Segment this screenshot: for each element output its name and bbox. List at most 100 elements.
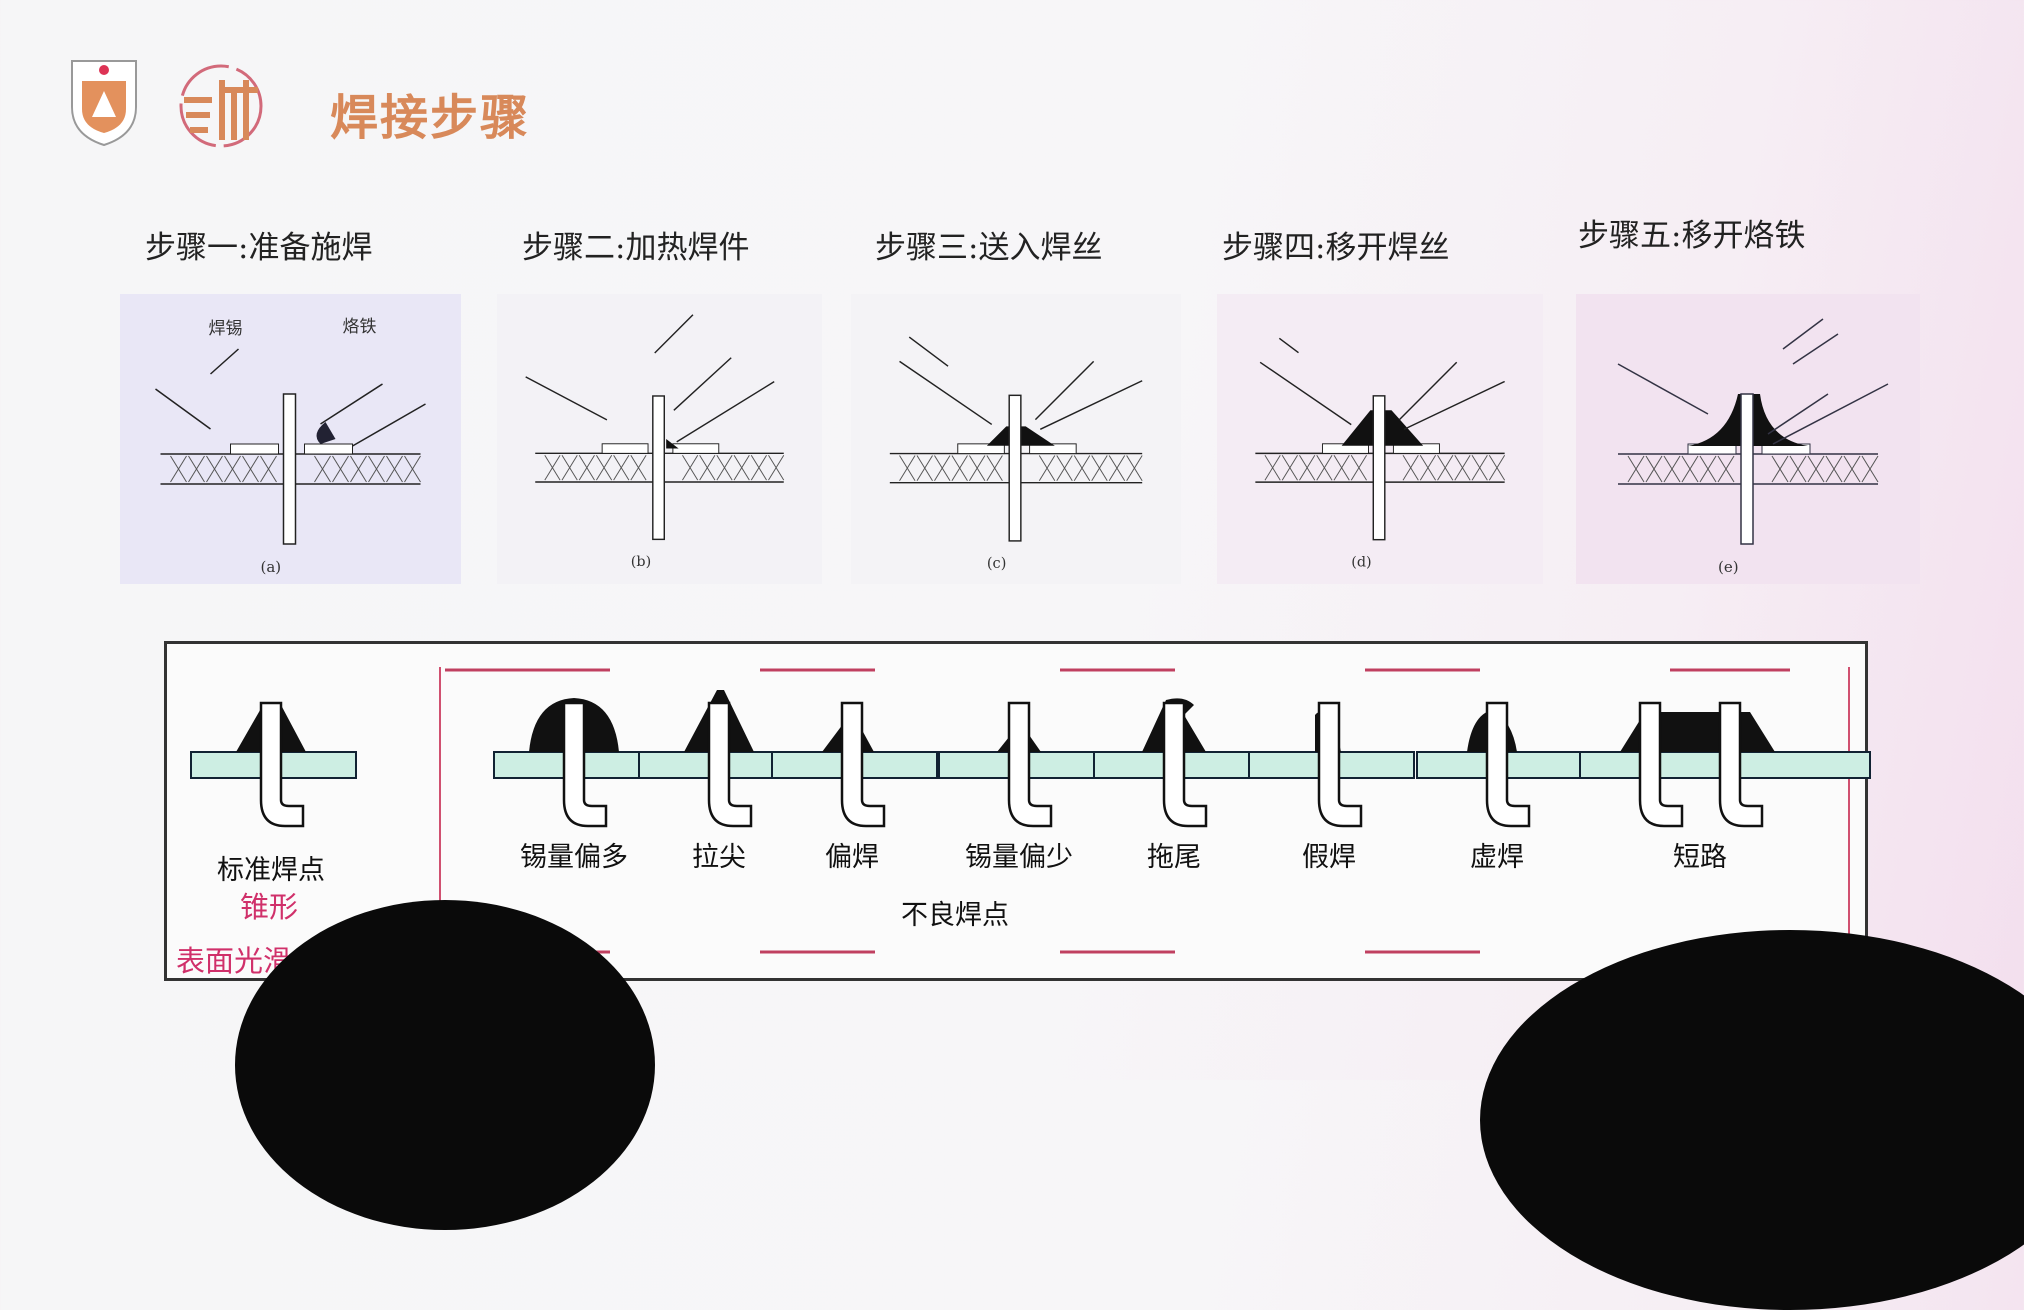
board-hatch: [1419, 455, 1437, 481]
board-hatch: [750, 454, 767, 481]
standard-note-cone: 锥形: [240, 890, 299, 924]
tool-line: [673, 357, 732, 411]
university-logo: [68, 55, 140, 147]
board-hatch: [350, 455, 367, 483]
board-hatch: [1663, 455, 1681, 483]
board-hatch: [224, 455, 241, 483]
board-hatch: [916, 455, 933, 481]
component-lead: [1317, 701, 1363, 828]
caption-a: (a): [261, 558, 282, 576]
board-hatch: [1825, 455, 1843, 483]
iron-annotation: 烙铁: [343, 317, 377, 337]
tool-line: [155, 388, 211, 430]
step-5-label: 步骤五:移开烙铁: [1578, 218, 1806, 254]
step-4-diagram: (d): [1217, 294, 1543, 584]
component-lead: [1740, 393, 1754, 545]
board-hatch: [368, 455, 385, 483]
tool-line: [899, 360, 993, 426]
tool-line: [1259, 361, 1352, 426]
board-hatch: [1645, 455, 1663, 483]
board-hatch: [968, 455, 986, 481]
board-hatch: [1807, 455, 1825, 483]
board-hatch: [578, 454, 595, 481]
board-hatch: [206, 455, 223, 483]
board-hatch: [1126, 455, 1143, 481]
caption-e: (e): [1718, 558, 1739, 576]
tool-line: [1767, 393, 1829, 435]
board-hatch: [188, 455, 205, 483]
solder-fillet: [666, 439, 679, 449]
board-hatch: [1861, 455, 1879, 483]
board-hatch: [544, 454, 561, 481]
board-hatch: [1108, 455, 1126, 481]
board-hatch: [1771, 455, 1789, 483]
board-hatch: [1038, 455, 1056, 481]
step-1-label: 步骤一:准备施焊: [145, 230, 373, 266]
board-hatch: [682, 454, 699, 481]
bad-joint-0: [493, 698, 660, 828]
board-hatch: [1699, 455, 1717, 483]
standard-joint-label: 标准焊点: [217, 855, 325, 886]
tool-line: [1039, 380, 1143, 430]
joint-drawings: [190, 668, 1871, 954]
board-hatch: [1843, 455, 1861, 483]
step-3-label: 步骤三:送入焊丝: [875, 230, 1103, 266]
solder-annotation: 焊锡: [209, 319, 243, 339]
copper-pad: [1029, 443, 1077, 455]
board-hatch: [951, 455, 968, 481]
board-hatch: [386, 455, 403, 483]
bad-joint-label: 锡量偏少: [965, 842, 1073, 873]
standard-joint: [190, 701, 357, 828]
component-lead: [1162, 701, 1208, 828]
board-hatch: [899, 455, 916, 481]
board-hatch: [170, 455, 187, 483]
board-hatch: [699, 454, 716, 481]
board-hatch: [260, 455, 277, 483]
board-hatch: [986, 455, 1003, 481]
step-4-label: 步骤四:移开焊丝: [1222, 230, 1450, 266]
step-2-diagram: (b): [497, 294, 822, 584]
board-hatch: [1316, 455, 1333, 481]
bad-joint-7: [1579, 701, 1871, 828]
board-hatch: [1333, 455, 1350, 481]
board-hatch: [1681, 455, 1699, 483]
bad-joints-frame: [439, 667, 1850, 955]
tool-line: [654, 314, 694, 354]
component-lead: [707, 701, 753, 828]
step-3-diagram: (c): [851, 294, 1181, 584]
caption-c: (c): [987, 555, 1007, 572]
bad-joint-2: [771, 701, 938, 828]
tool-line: [908, 336, 949, 367]
component-lead: [652, 395, 665, 541]
tool-line: [1398, 361, 1458, 421]
bad-joint-label: 假焊: [1302, 842, 1356, 873]
board-hatch: [1350, 455, 1367, 481]
bad-joint-label: 短路: [1673, 842, 1727, 873]
bad-joint-3: [938, 701, 1105, 828]
board-hatch: [1281, 455, 1298, 481]
iron-tip-icon: [316, 422, 336, 444]
bad-joint-label: 偏焊: [825, 842, 879, 873]
board-hatch: [1264, 455, 1281, 481]
bad-joint-4: [1093, 698, 1260, 828]
tool-line: [1617, 363, 1709, 415]
copper-pad: [672, 443, 720, 454]
board-hatch: [242, 455, 259, 483]
board-hatch: [1717, 455, 1735, 483]
board-hatch: [1299, 455, 1316, 481]
board-hatch: [1091, 455, 1108, 481]
tool-line: [1792, 333, 1839, 365]
board-hatch: [404, 455, 421, 483]
board-hatch: [716, 454, 733, 481]
board-hatch: [1488, 455, 1506, 481]
step-1-diagram: 焊锡 烙铁 (a): [120, 294, 461, 584]
bad-joint-6: [1416, 701, 1583, 828]
step-5-diagram: (e): [1576, 294, 1920, 584]
seal-logo: [172, 60, 270, 150]
bad-joint-5: [1248, 701, 1415, 828]
bad-joints-title: 不良焊点: [901, 900, 1009, 931]
board-hatch: [733, 454, 750, 481]
bad-joint-label: 虚焊: [1470, 842, 1524, 873]
tool-line: [1782, 318, 1824, 350]
board-hatch: [630, 454, 647, 481]
